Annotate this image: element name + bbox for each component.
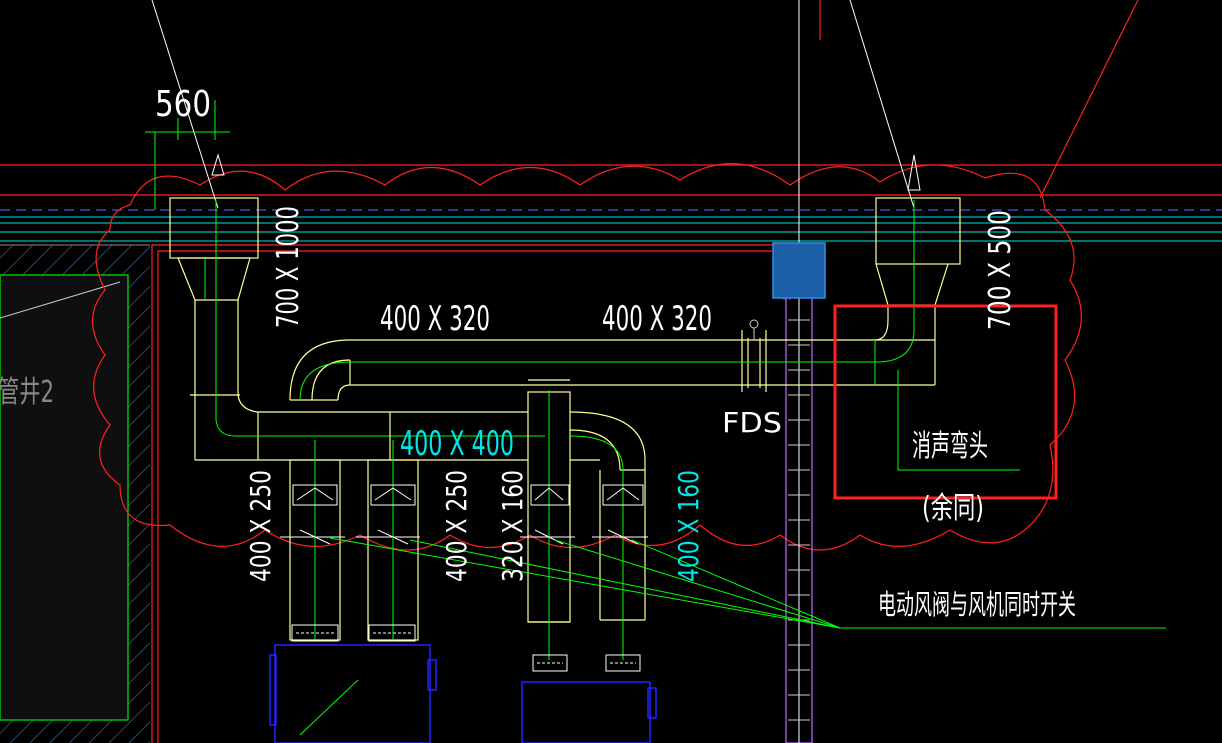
muffler-elbow-centerline [874, 200, 1020, 471]
branch-4-label: 400 X 160 [672, 470, 705, 582]
branch-centerlines [314, 390, 624, 660]
leader-lines [151, 0, 921, 209]
switch-note-label: 电动风阀与风机同时开关 [878, 588, 1076, 621]
fds-symbol [749, 319, 759, 340]
fan-units [269, 644, 657, 743]
grid-lines [0, 209, 1222, 242]
branch-2-label: 400 X 250 [440, 470, 473, 582]
fds-label: FDS [722, 406, 782, 439]
duct-left-vertical-label: 700 X 1000 [271, 206, 306, 328]
flex-connectors [291, 624, 641, 672]
same-below-label: (余同) [922, 491, 984, 526]
shaft-label: 管井2 [0, 375, 54, 410]
duct-right-riser [874, 197, 961, 385]
duct-top-centerline [299, 361, 880, 401]
muffler-highlight-box [833, 304, 1058, 500]
duct-top-left-label: 400 X 320 [380, 299, 490, 339]
duct-top-right-label: 400 X 320 [602, 299, 712, 339]
duct-left-riser [169, 197, 528, 461]
pipe-shaft-area [0, 244, 150, 743]
branch-3-label: 320 X 160 [496, 470, 529, 582]
duct-middle-label: 400 X 400 [400, 424, 514, 464]
branch-1-label: 400 X 250 [244, 470, 277, 582]
dim-560-label: 560 [155, 84, 211, 125]
muffler-elbow-label: 消声弯头 [912, 429, 988, 464]
revision-cloud [92, 163, 1082, 551]
duct-right-vertical-label: 700 X 500 [983, 210, 1018, 330]
fire-dampers [280, 484, 648, 545]
riser-shaft [772, 0, 826, 743]
duct-top-horizontal [289, 330, 935, 401]
note-leaders [329, 537, 1166, 629]
